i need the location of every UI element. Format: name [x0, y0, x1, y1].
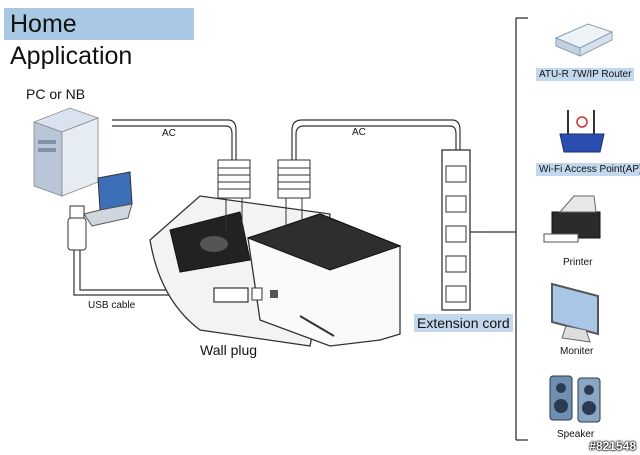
- ac-cable-right: [291, 119, 461, 160]
- speaker-icon: [549, 375, 601, 423]
- printer-icon: [543, 195, 601, 243]
- laptop-icon: [83, 171, 133, 227]
- usb-cable-label: USB cable: [88, 300, 136, 311]
- monitor-icon: [551, 282, 599, 343]
- usb-plug-icon: [67, 205, 87, 251]
- ac-plug-right-icon: [277, 159, 311, 226]
- device-label-access-point: Wi-Fi Access Point(AP): [536, 163, 640, 176]
- source-label: PC or NB: [26, 86, 86, 102]
- wall-plug-label: Wall plug: [200, 342, 258, 358]
- power-strip-icon: [441, 149, 482, 311]
- access-point-icon: [559, 110, 605, 153]
- extension-cord-label: Extension cord: [414, 314, 513, 332]
- device-label-printer: Printer: [563, 257, 593, 268]
- device-label-speaker: Speaker: [557, 429, 595, 440]
- device-label-monitor: Moniter: [560, 346, 594, 357]
- ac-plug-left-icon: [217, 159, 251, 232]
- ac-cable-left: [112, 119, 237, 160]
- device-bracket: [482, 17, 528, 441]
- watermark: #821548: [589, 439, 636, 453]
- page-title: Home Application: [4, 8, 194, 70]
- pc-tower-icon: [32, 107, 100, 197]
- wall-plug-device: [149, 195, 402, 347]
- device-label-router: ATU-R 7W/IP Router: [536, 68, 635, 81]
- ac-label-left: AC: [162, 128, 176, 139]
- ac-label-right: AC: [352, 127, 366, 138]
- router-icon: [554, 23, 614, 57]
